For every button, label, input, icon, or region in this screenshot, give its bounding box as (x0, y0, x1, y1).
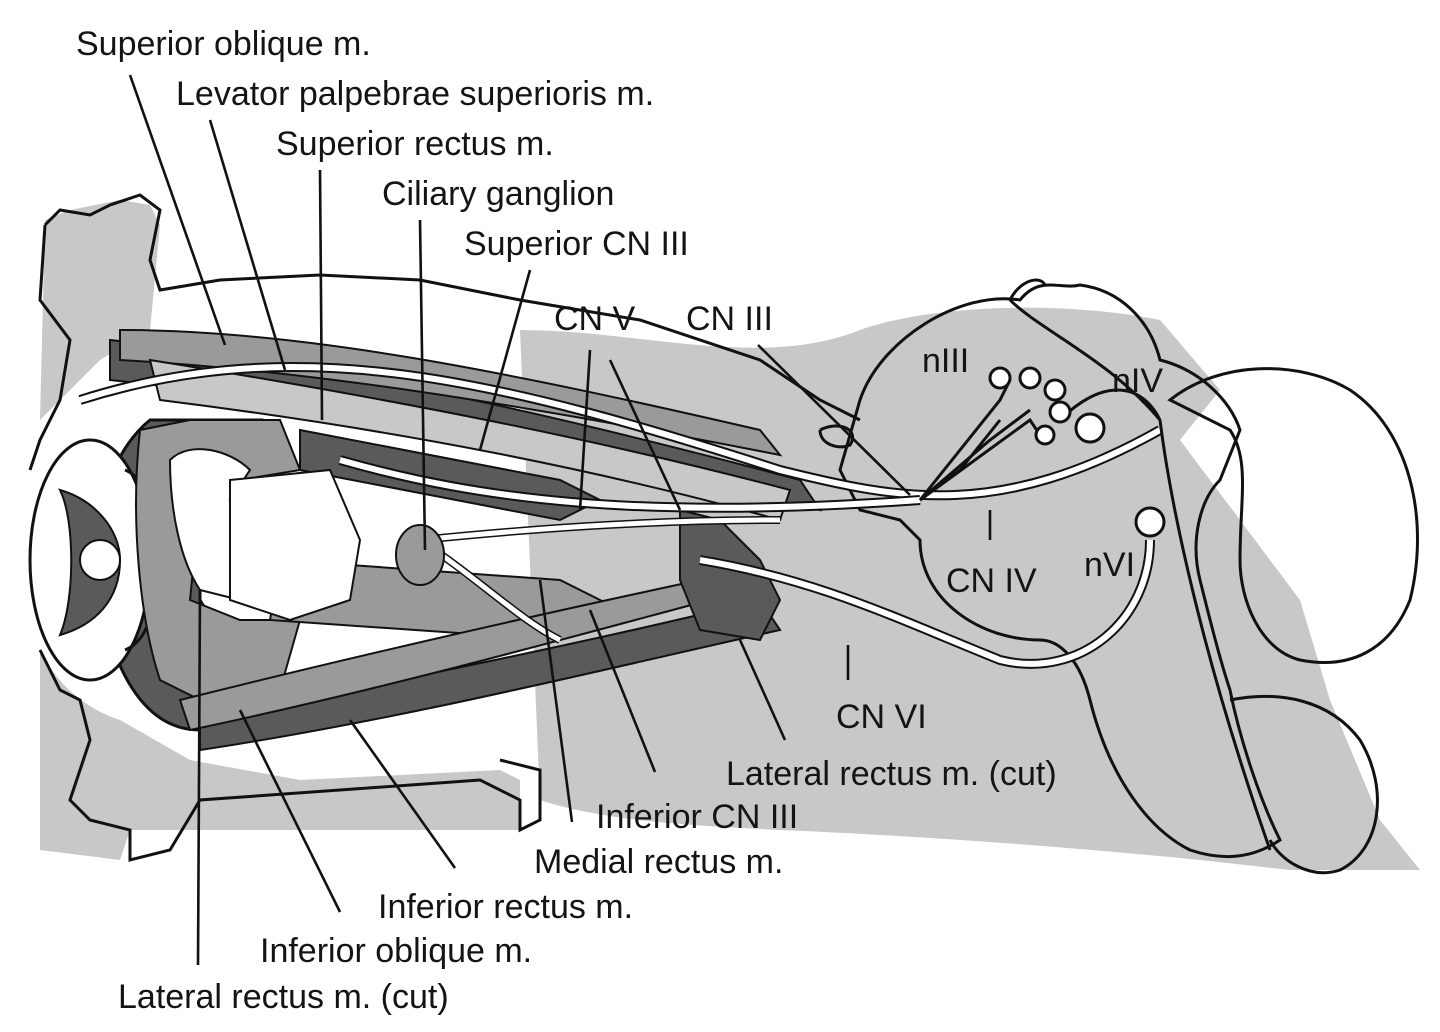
label-cn5: CN V (554, 300, 636, 338)
leader-lines (128, 74, 992, 966)
label-medial-rectus: Medial rectus m. (534, 843, 783, 881)
label-ciliary-ganglion: Ciliary ganglion (382, 175, 614, 213)
label-n3: nIII (922, 342, 969, 380)
label-superior-cn3: Superior CN III (464, 225, 689, 263)
labels: Superior oblique m. Levator palpebrae su… (76, 25, 1163, 1016)
nuclei (988, 366, 1166, 538)
label-inferior-rectus: Inferior rectus m. (378, 888, 633, 926)
label-inferior-oblique: Inferior oblique m. (260, 932, 532, 970)
orbit-bone (28, 193, 861, 862)
label-lateral-rectus-cut-right: Lateral rectus m. (cut) (726, 755, 1057, 793)
eyeball (28, 418, 302, 732)
label-levator-palpebrae: Levator palpebrae superioris m. (176, 75, 654, 113)
label-cn6: CN VI (836, 698, 927, 736)
label-superior-rectus: Superior rectus m. (276, 125, 554, 163)
label-inferior-cn3: Inferior CN III (596, 798, 798, 836)
label-lateral-rectus-cut-left: Lateral rectus m. (cut) (118, 978, 449, 1016)
label-n6: nVI (1084, 546, 1135, 584)
label-cn4: CN IV (946, 562, 1037, 600)
label-superior-oblique: Superior oblique m. (76, 25, 371, 63)
label-n4: nIV (1112, 362, 1163, 400)
label-cn3: CN III (686, 300, 773, 338)
